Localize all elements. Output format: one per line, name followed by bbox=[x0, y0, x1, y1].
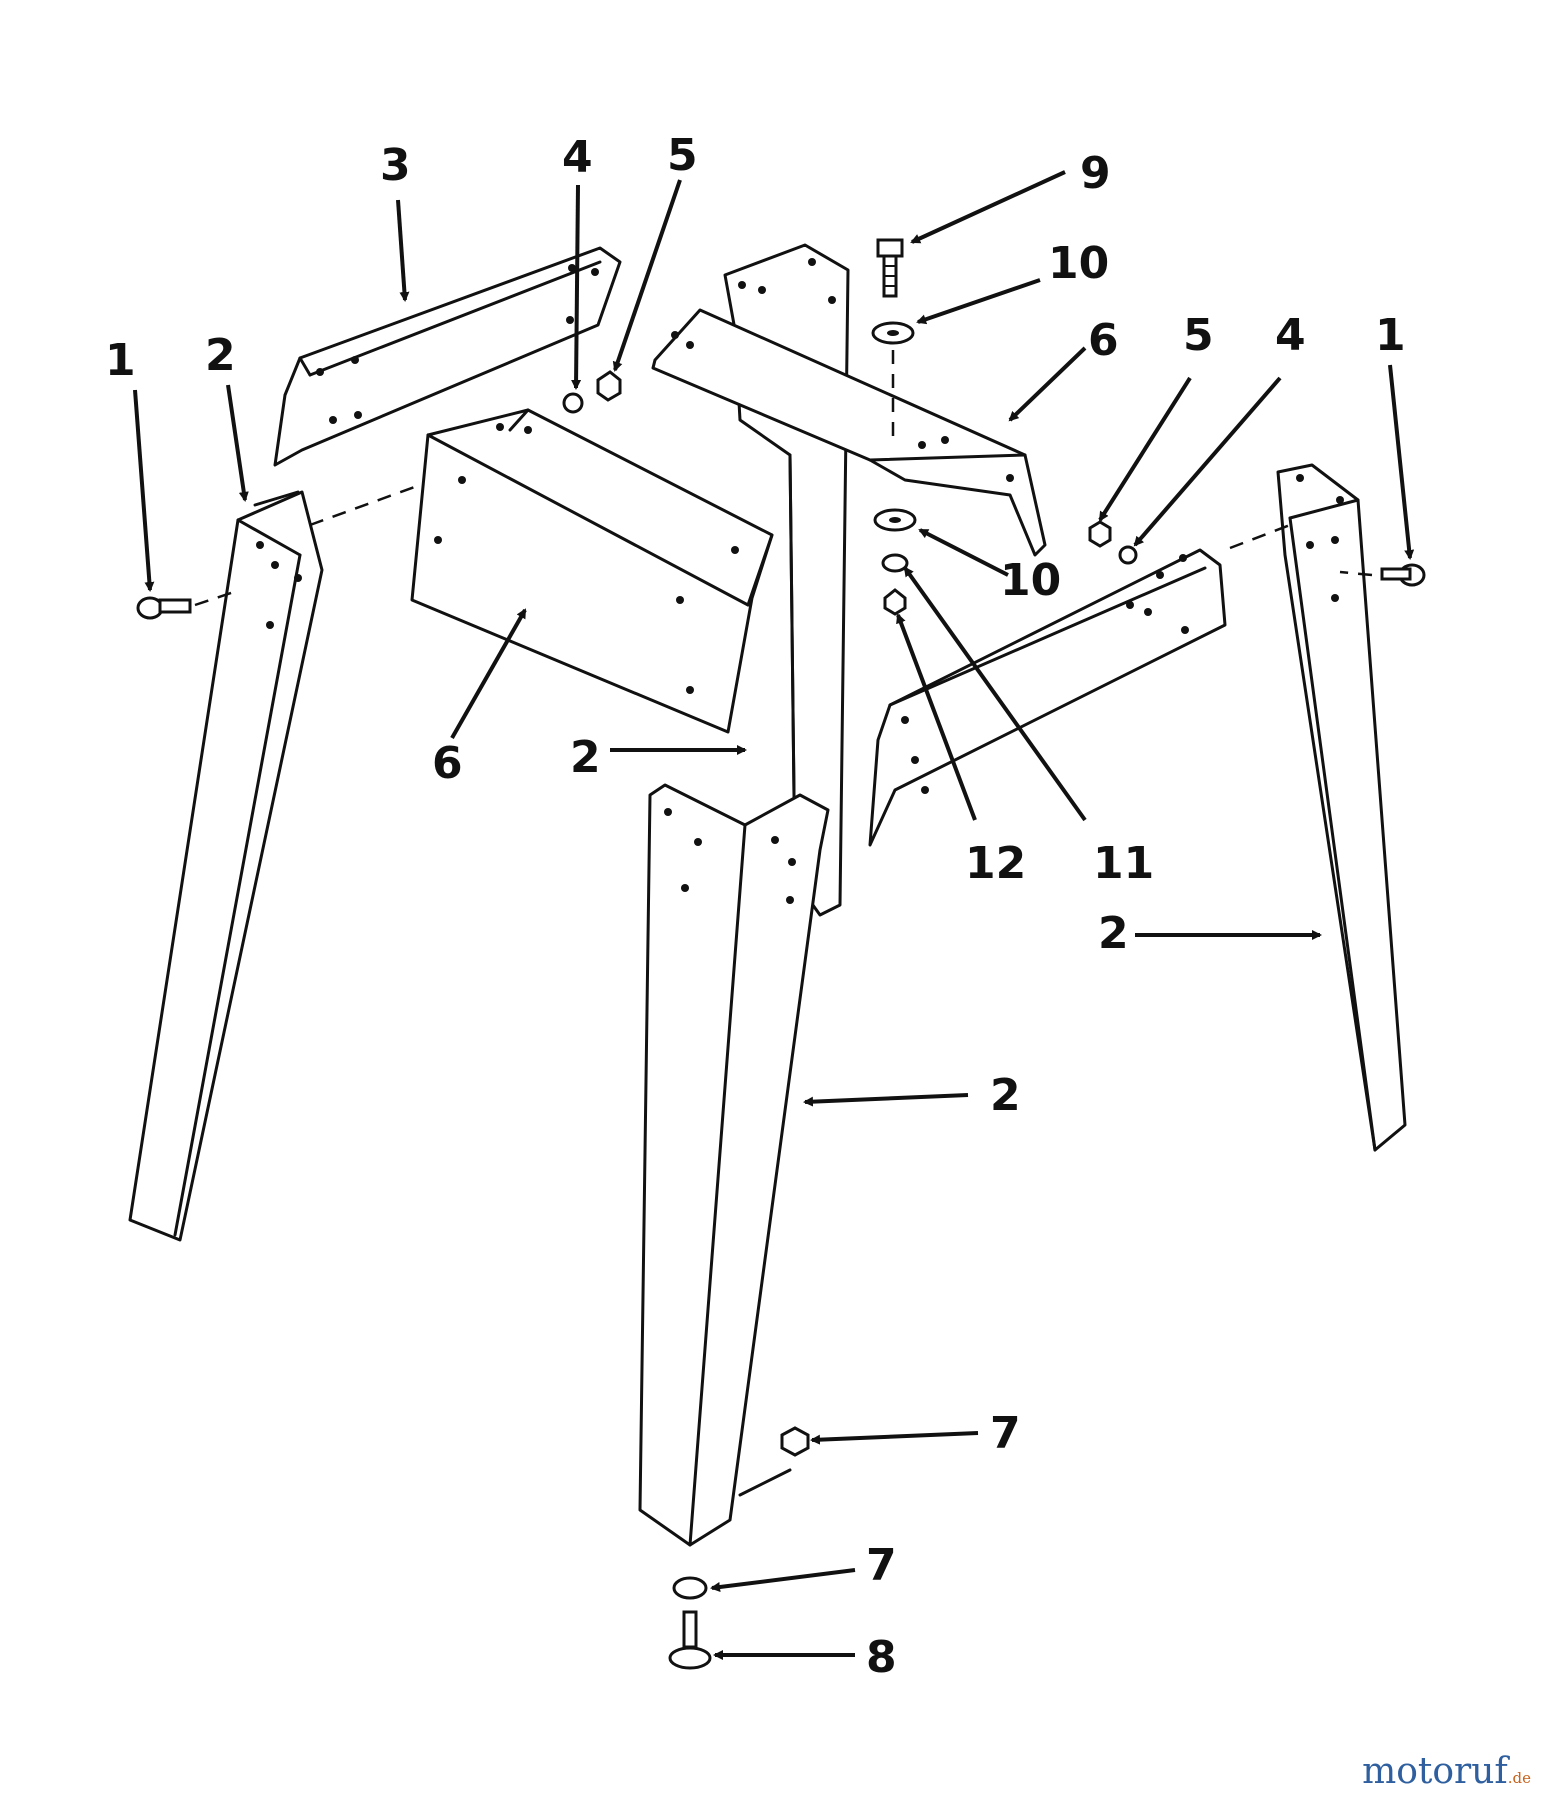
part-6-apron-right bbox=[868, 548, 1227, 847]
callout-2-front: 2 bbox=[990, 1070, 1021, 1121]
callout-6-right: 6 bbox=[1088, 315, 1119, 366]
callout-8: 8 bbox=[866, 1632, 897, 1683]
callout-5-right: 5 bbox=[1183, 310, 1214, 361]
part-12-nut bbox=[883, 588, 907, 616]
alignment-lines bbox=[194, 483, 1373, 607]
leader-arrows bbox=[133, 170, 1415, 1660]
part-11-lockwasher bbox=[881, 553, 909, 573]
callout-5-left: 5 bbox=[667, 130, 698, 181]
callout-10-top: 10 bbox=[1048, 238, 1109, 289]
part-1-bolt-left bbox=[136, 596, 192, 620]
part-6-apron-left bbox=[410, 408, 774, 734]
callout-11: 11 bbox=[1093, 838, 1154, 889]
part-3-apron bbox=[273, 246, 622, 467]
part-4-lockwasher-right bbox=[1118, 545, 1138, 565]
part-7-nut-upper bbox=[780, 1426, 810, 1457]
callout-12: 12 bbox=[965, 838, 1026, 889]
callout-10-mid: 10 bbox=[1000, 555, 1061, 606]
callout-2-left: 2 bbox=[205, 330, 236, 381]
callout-9: 9 bbox=[1080, 148, 1111, 199]
callout-6-left: 6 bbox=[432, 738, 463, 789]
part-2-leg-right bbox=[1276, 463, 1407, 1152]
part-2-leg-front bbox=[638, 783, 830, 1547]
part-6-brace-right bbox=[651, 308, 1047, 557]
callout-7-upper: 7 bbox=[990, 1408, 1021, 1459]
part-9-bolt bbox=[876, 238, 904, 298]
part-2-leg-left bbox=[128, 490, 324, 1242]
part-7-nut-lower bbox=[672, 1576, 708, 1600]
part-10-washer-top bbox=[871, 321, 915, 345]
part-10-washer-mid bbox=[873, 508, 917, 532]
callout-4-right: 4 bbox=[1275, 310, 1306, 361]
callout-labels: 1 2 3 4 5 9 10 6 5 4 1 10 6 2 12 11 2 2 … bbox=[105, 130, 1406, 1683]
callout-3: 3 bbox=[380, 140, 411, 191]
callout-1-right: 1 bbox=[1375, 310, 1406, 361]
callout-1-left: 1 bbox=[105, 335, 136, 386]
callout-2-center: 2 bbox=[570, 732, 601, 783]
callout-2-right: 2 bbox=[1098, 908, 1129, 959]
callout-7-lower: 7 bbox=[866, 1540, 897, 1591]
watermark-logo: motoruf.de bbox=[1362, 1751, 1531, 1792]
watermark-name: motoruf bbox=[1362, 1751, 1508, 1792]
callout-4-left: 4 bbox=[562, 132, 593, 183]
part-5-nut-left bbox=[596, 370, 622, 402]
part-5-nut-right bbox=[1088, 520, 1112, 548]
part-8-leveler bbox=[668, 1610, 712, 1670]
watermark-tld: .de bbox=[1507, 1769, 1531, 1787]
part-4-lockwasher-left bbox=[562, 392, 584, 414]
part-1-bolt-right bbox=[1380, 563, 1426, 587]
